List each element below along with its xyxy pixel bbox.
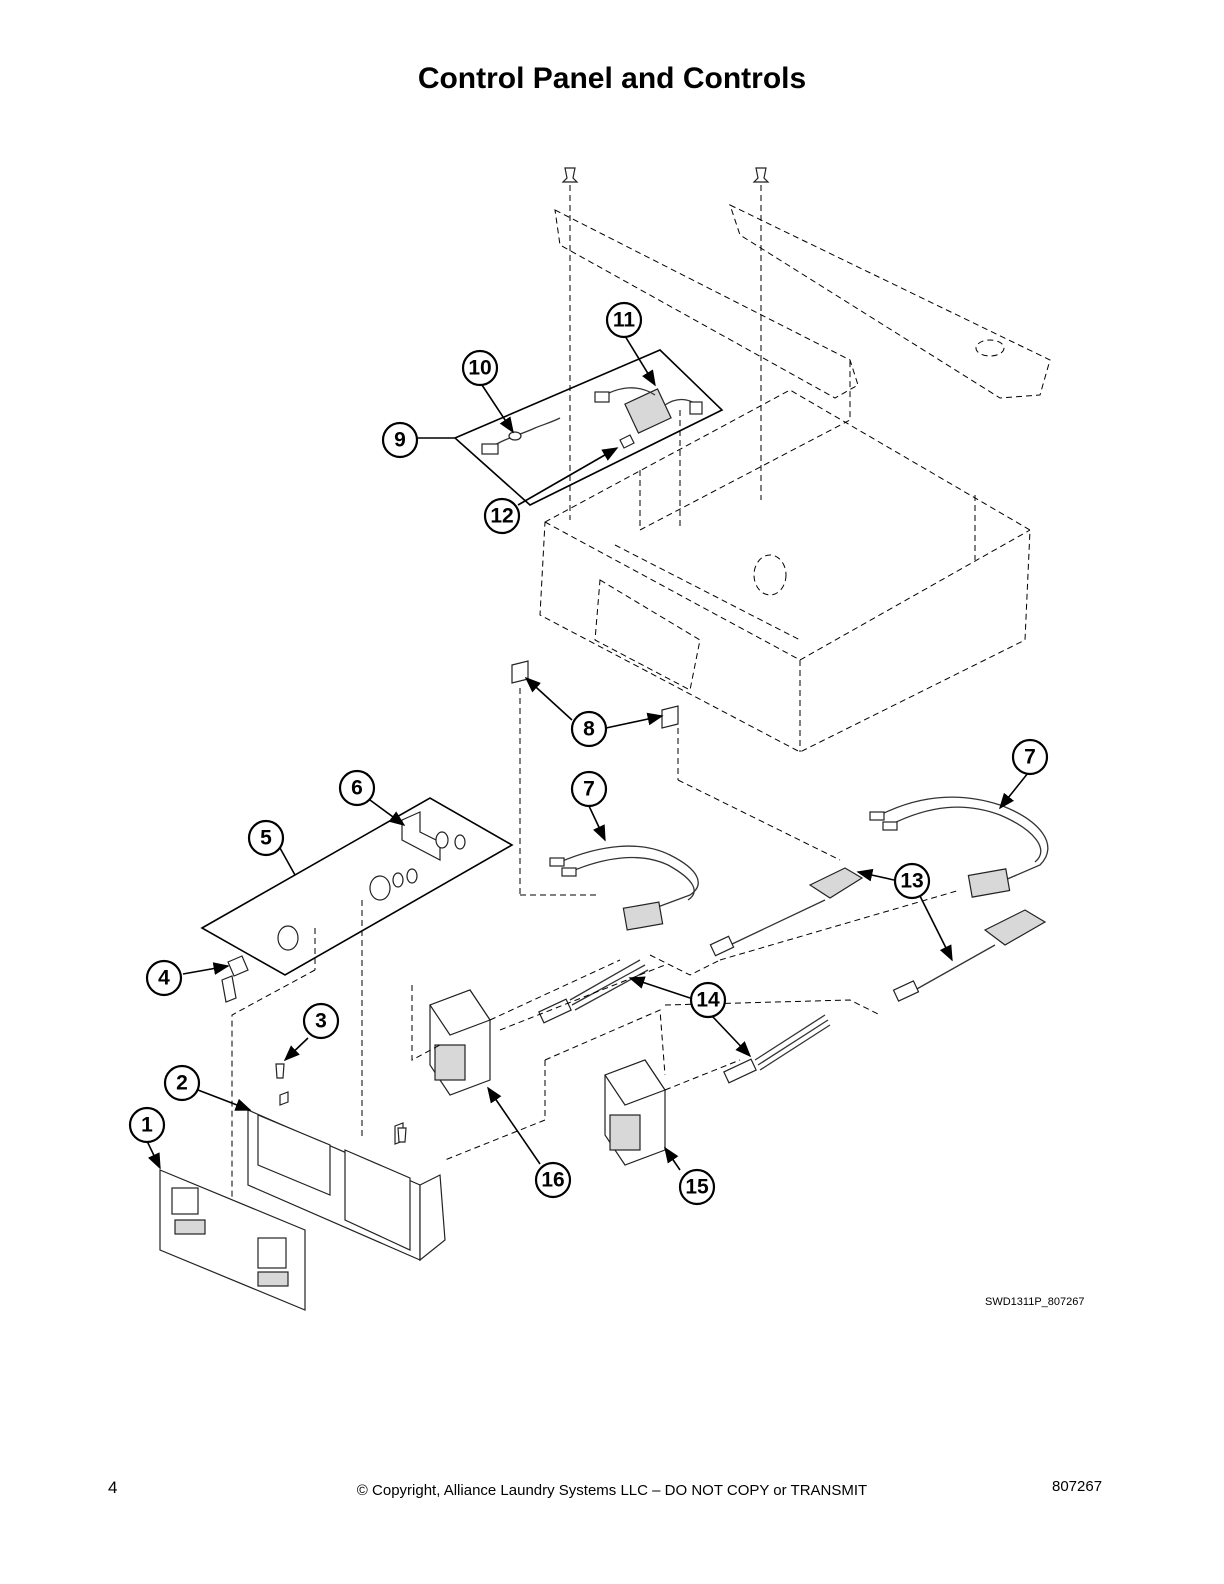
callout-2: 2 — [163, 1064, 201, 1102]
transformer-group — [453, 349, 724, 530]
callout-5: 5 — [247, 819, 285, 857]
callout-11-label: 11 — [613, 309, 636, 332]
assembly-dashes — [411, 889, 961, 1161]
callout-3: 3 — [302, 1002, 340, 1040]
callout-1: 1 — [128, 1106, 166, 1144]
callout-7-right-label: 7 — [1024, 746, 1036, 769]
control-box-housing — [539, 360, 1031, 753]
callout-6: 6 — [338, 769, 376, 807]
callout-1-label: 1 — [141, 1114, 153, 1137]
control-module-right — [604, 1059, 666, 1166]
callout-8-label: 8 — [583, 718, 595, 741]
callout-3-label: 3 — [315, 1010, 327, 1033]
lock-kit-group — [200, 797, 514, 1220]
callout-7-left-label: 7 — [583, 778, 595, 801]
callout-15-label: 15 — [685, 1176, 709, 1199]
callout-8: 8 — [570, 710, 608, 748]
callout-12-label: 12 — [490, 505, 513, 528]
callout-5-label: 5 — [260, 827, 272, 850]
communication-cables — [709, 867, 1047, 1002]
callout-12: 12 — [483, 497, 521, 535]
callout-6-label: 6 — [351, 777, 363, 800]
callout-16-label: 16 — [541, 1169, 564, 1192]
page-title: Control Panel and Controls — [417, 62, 807, 95]
callout-10: 10 — [461, 349, 499, 387]
callout-11: 11 — [605, 301, 643, 339]
document-number: 807267 — [1052, 1478, 1103, 1495]
wire-leads — [538, 959, 831, 1084]
callout-10-label: 10 — [468, 357, 491, 380]
callout-14-label: 14 — [696, 989, 720, 1012]
harness-left — [549, 845, 699, 931]
callout-leaders — [146, 335, 1029, 1171]
callout-13-label: 13 — [900, 870, 923, 893]
callout-14: 14 — [689, 981, 727, 1019]
figure-id: SWD1311P_807267 — [985, 1296, 1085, 1308]
callout-2-label: 2 — [176, 1072, 188, 1095]
callout-4: 4 — [145, 959, 183, 997]
callout-16: 16 — [534, 1161, 572, 1199]
screws — [275, 1063, 407, 1143]
callout-15: 15 — [678, 1168, 716, 1206]
callout-13: 13 — [893, 862, 931, 900]
callout-7-right: 7 — [1011, 738, 1049, 776]
control-panel-frame — [247, 1091, 446, 1262]
harness-right — [869, 796, 1049, 898]
callout-9: 9 — [381, 421, 419, 459]
copyright-notice: © Copyright, Alliance Laundry Systems LL… — [356, 1482, 868, 1499]
top-bracket — [554, 167, 1051, 520]
keypad-overlay — [159, 1169, 306, 1311]
callout-4-label: 4 — [158, 967, 170, 990]
page-number: 4 — [108, 1478, 118, 1497]
control-module-left — [429, 989, 491, 1096]
callout-9-label: 9 — [394, 429, 406, 452]
callout-7-left: 7 — [570, 770, 608, 808]
